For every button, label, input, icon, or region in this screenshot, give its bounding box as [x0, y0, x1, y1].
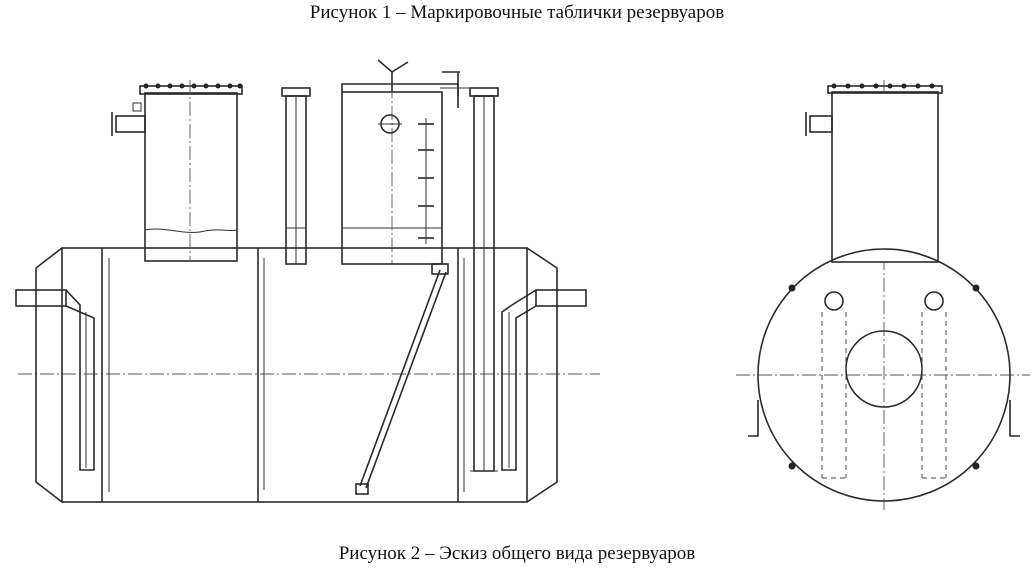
left-manhole-break-line	[144, 228, 238, 233]
right-pipe-opening	[924, 291, 944, 311]
end-view-manhole-riser	[831, 91, 939, 263]
right-baffle	[501, 289, 537, 471]
left-inlet-pipe	[15, 289, 67, 307]
vent-pipe-tall-flange	[469, 87, 499, 97]
level-rod-top-bracket	[431, 263, 449, 275]
figure-2-caption: Рисунок 2 – Эскиз общего вида резервуаро…	[338, 543, 696, 564]
end-view-side-nozzle	[809, 115, 833, 133]
left-pipe-opening	[824, 291, 844, 311]
tank-end-view	[736, 80, 1030, 510]
left-manhole-neck	[144, 92, 238, 262]
middle-vent-pipe-flange	[281, 87, 311, 97]
level-rod-bottom-foot	[355, 483, 369, 495]
figure-1-caption: Рисунок 1 – Маркировочные таблички резер…	[309, 2, 725, 23]
inclined-level-rod-edge	[365, 271, 447, 489]
level-scale-ticks	[418, 118, 434, 244]
left-manhole-flange	[139, 85, 243, 95]
left-baffle	[65, 289, 95, 471]
tank-side-view	[15, 59, 600, 503]
end-view-manhole-bolts	[831, 83, 935, 89]
right-support-leg	[1009, 400, 1020, 437]
handwheel-handle	[377, 59, 409, 73]
left-manhole-side-nozzle	[115, 115, 146, 133]
tank-shell	[61, 247, 528, 503]
hidden-pipe-lines	[821, 312, 947, 479]
lifting-lugs	[788, 284, 980, 470]
inclined-level-rod	[359, 269, 441, 487]
right-outlet-pipe	[535, 289, 587, 307]
tank-end-circle	[757, 248, 1011, 502]
left-manhole-nozzle-fitting	[132, 102, 142, 112]
right-end-cap	[526, 247, 558, 503]
left-support-leg	[748, 400, 759, 437]
chamber-top-frame	[341, 83, 459, 96]
left-manhole-bolts	[143, 83, 243, 89]
left-end-cap	[35, 247, 63, 503]
end-view-manhole-flange	[827, 85, 943, 94]
